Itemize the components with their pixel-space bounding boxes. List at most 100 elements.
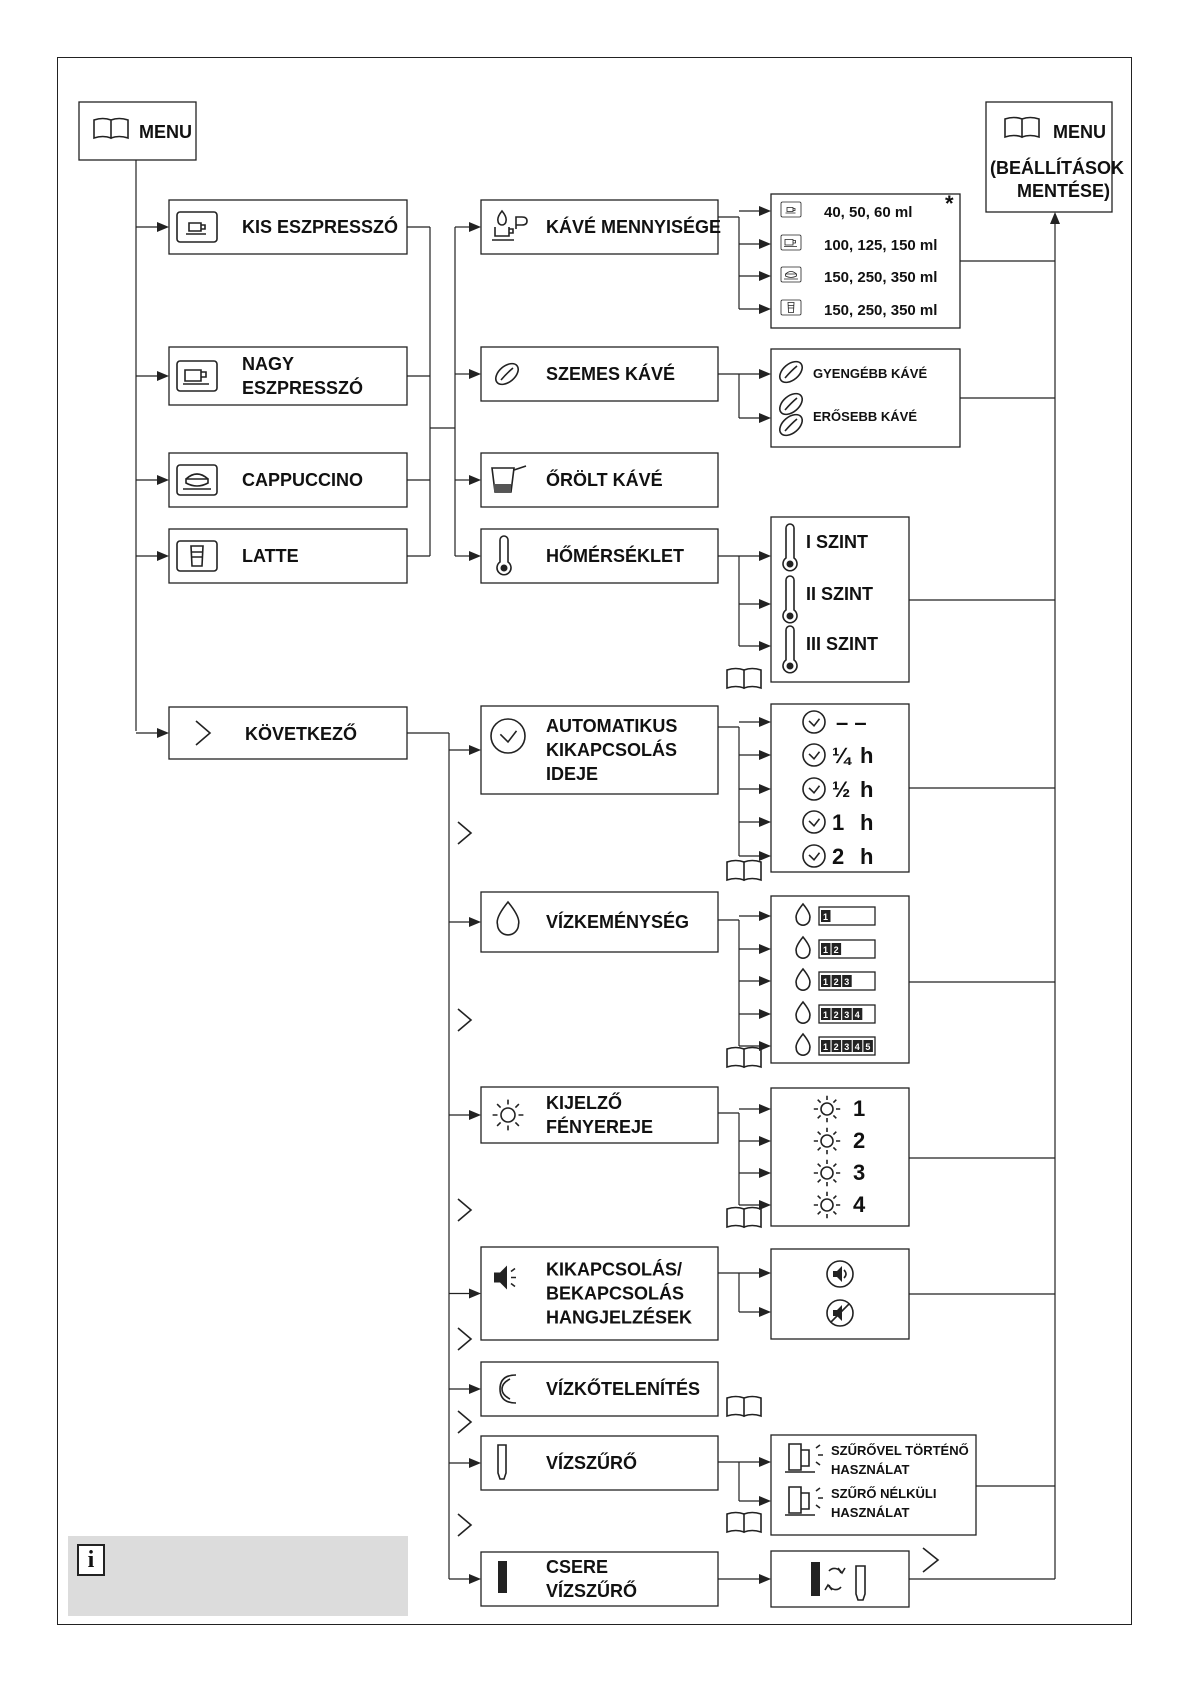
setting-2[interactable]: ŐRÖLT KÁVÉ [480, 452, 719, 508]
latte-glass-icon [780, 299, 802, 316]
setting-more-5[interactable]: VÍZSZŰRŐ [480, 1435, 719, 1491]
connector-line [718, 216, 740, 309]
setting-more-4[interactable]: VÍZKŐTELENÍTÉS [480, 1361, 719, 1417]
chevron-right-icon [457, 1198, 473, 1222]
setting-label: IDEJE [546, 764, 598, 784]
arrowhead [759, 1574, 771, 1584]
latte-glass-icon [176, 540, 218, 572]
beverage-label: CAPPUCCINO [242, 470, 363, 490]
large-cup-icon [780, 234, 802, 251]
beverage-box[interactable] [168, 199, 408, 255]
arrowhead [759, 851, 771, 861]
beverage-latte[interactable]: LATTE [168, 528, 408, 584]
setting-box[interactable] [480, 1435, 719, 1491]
small-cup-icon [176, 211, 218, 243]
quantity-icon [780, 234, 802, 251]
setting-label: KÁVÉ MENNYISÉGE [546, 216, 721, 237]
connector-line [407, 732, 450, 1579]
setting-label: VÍZKEMÉNYSÉG [546, 911, 689, 932]
brightness-icon [492, 1099, 524, 1131]
chevron-right-icon [457, 1008, 473, 1032]
quantity-icon [780, 299, 802, 316]
menu-label: MENU [1053, 122, 1106, 142]
setting-box[interactable] [480, 705, 719, 795]
setting-label: FÉNYEREJE [546, 1116, 653, 1137]
arrowhead [759, 1307, 771, 1317]
arrowhead [759, 911, 771, 921]
temperature-level: II SZINT [806, 584, 873, 604]
menu-save-box[interactable] [985, 101, 1113, 213]
auto-off-value: ½ [832, 777, 850, 802]
arrowhead [759, 1041, 771, 1051]
setting-box[interactable] [480, 346, 719, 402]
quantity-value: 40, 50, 60 ml [824, 204, 912, 221]
setting-box[interactable] [480, 528, 719, 584]
menu-box-left[interactable]: MENU [78, 101, 197, 161]
setting-box[interactable] [480, 199, 719, 255]
arrowhead [759, 641, 771, 651]
quantity-options-box [770, 193, 961, 329]
arrowhead [469, 1110, 481, 1120]
setting-3[interactable]: HŐMÉRSÉKLET [480, 528, 719, 584]
book-icon [726, 1395, 762, 1418]
auto-off-value: 2 [832, 844, 844, 869]
setting-box[interactable] [480, 891, 719, 953]
setting-0[interactable]: KÁVÉ MENNYISÉGE [480, 199, 721, 255]
large-cup-icon [176, 360, 218, 392]
arrowhead [469, 1458, 481, 1468]
filter-light-icon [855, 1565, 866, 1601]
beverage-cappuccino[interactable]: CAPPUCCINO [168, 452, 408, 508]
setting-more-1[interactable]: VÍZKEMÉNYSÉG [480, 891, 719, 953]
setting-box[interactable] [480, 1246, 719, 1341]
brightness-level: 4 [853, 1192, 866, 1217]
hardness-digit: 1 [823, 1010, 828, 1020]
beverage-kis-eszpresszó[interactable]: KIS ESZPRESSZÓ [168, 199, 408, 255]
arrowhead [759, 1168, 771, 1178]
book-icon [1004, 116, 1040, 139]
arrowhead [157, 551, 169, 561]
hour-unit: h [860, 777, 873, 802]
water-drop-icon [496, 900, 520, 936]
next-button[interactable]: KÖVETKEZŐ [168, 706, 408, 760]
quantity-value: 100, 125, 150 ml [824, 237, 937, 254]
arrowhead [759, 1136, 771, 1146]
temperature-level: I SZINT [806, 532, 868, 552]
menu-box-frame[interactable] [78, 101, 197, 161]
setting-label: SZEMES KÁVÉ [546, 363, 675, 384]
filter-in-icon [785, 1443, 823, 1473]
setting-label: KIJELZŐ [546, 1092, 622, 1113]
setting-box[interactable] [480, 1361, 719, 1417]
clock-option-icon [802, 844, 826, 868]
filter-option: HASZNÁLAT [831, 1462, 910, 1477]
hardness-digit: 2 [834, 977, 839, 987]
setting-label: KIKAPCSOLÁS/ [546, 1259, 682, 1280]
arrowhead [759, 413, 771, 423]
setting-label: VÍZSZŰRŐ [546, 1580, 637, 1601]
setting-box[interactable] [480, 452, 719, 508]
info-note-box: i [68, 1536, 408, 1616]
arrowhead [759, 239, 771, 249]
arrowhead [759, 551, 771, 561]
connector-line [718, 1461, 740, 1501]
arrowhead [759, 717, 771, 727]
setting-1[interactable]: SZEMES KÁVÉ [480, 346, 719, 402]
setting-more-2[interactable]: KIJELZŐ FÉNYEREJE [480, 1086, 719, 1144]
arrowhead [469, 1288, 481, 1299]
book-icon [726, 1046, 762, 1069]
beverage-label: ESZPRESSZÓ [242, 377, 363, 398]
setting-label: HŐMÉRSÉKLET [546, 545, 684, 566]
hour-unit: h [860, 844, 873, 869]
connector-line [718, 919, 740, 1046]
arrowhead [469, 917, 481, 927]
refresh-icon [824, 1567, 846, 1591]
chevron-right-icon [457, 1410, 473, 1434]
setting-label: ŐRÖLT KÁVÉ [546, 469, 663, 490]
next-label: KÖVETKEZŐ [245, 723, 357, 744]
